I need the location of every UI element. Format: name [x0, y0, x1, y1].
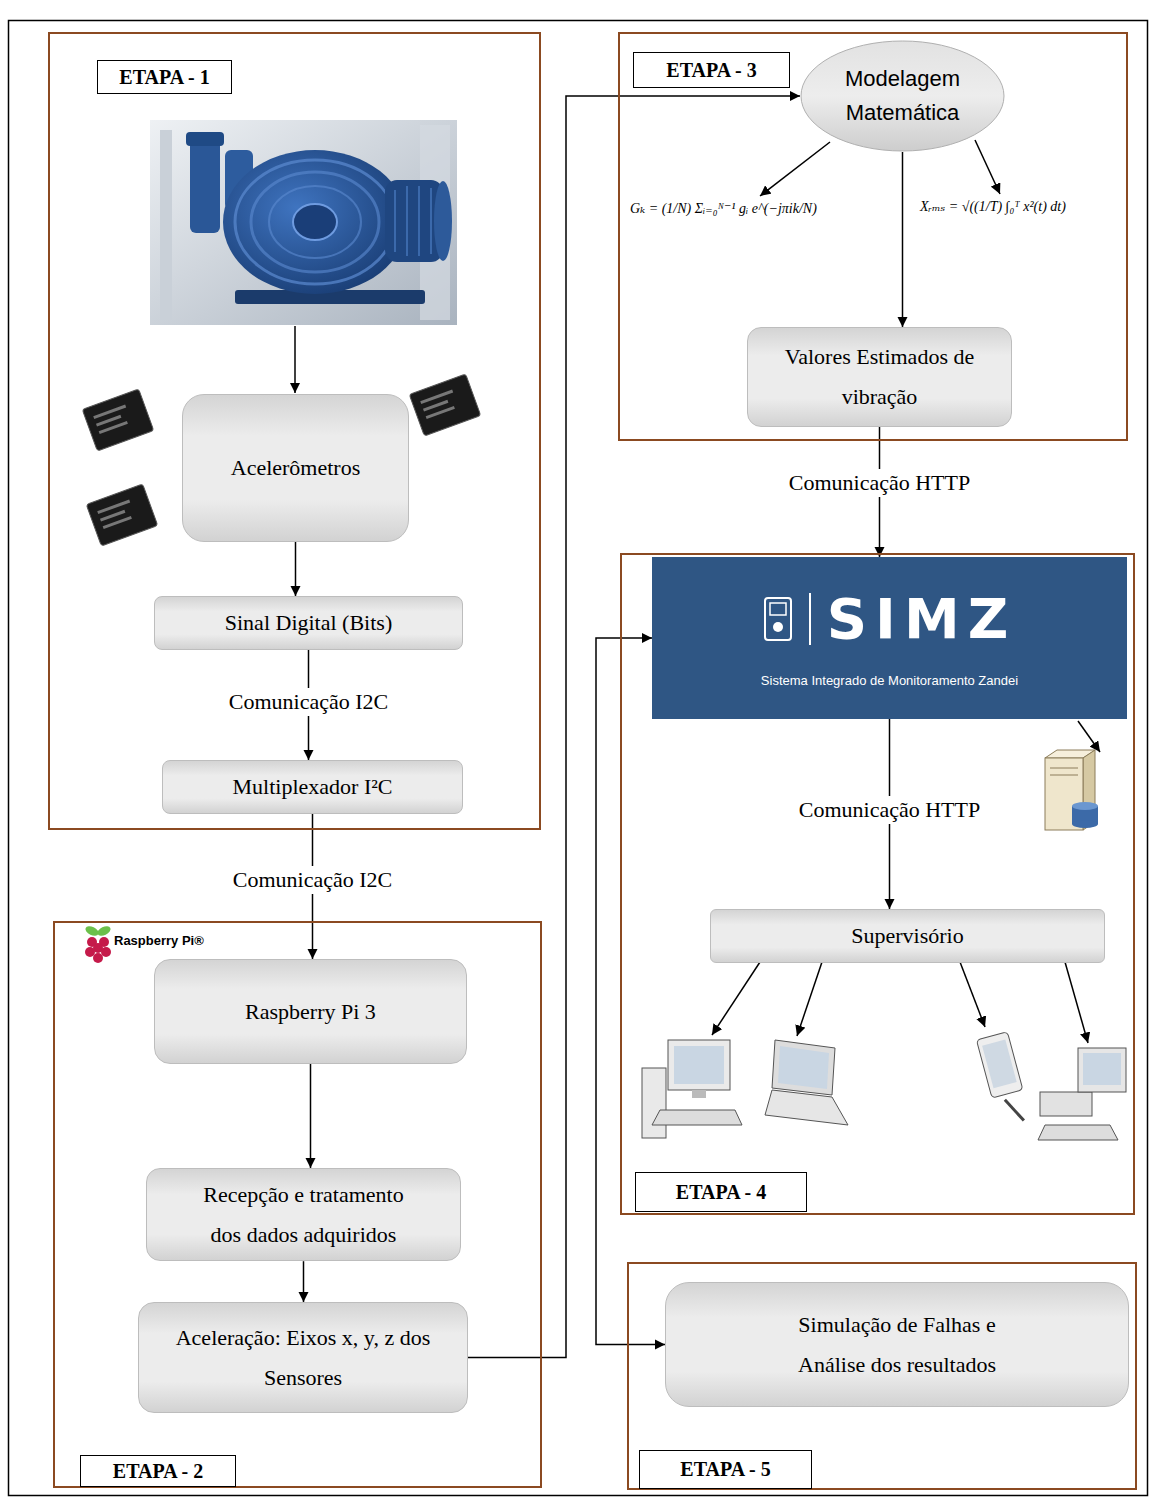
edge-label: Comunicação I2C — [227, 866, 398, 894]
laptop-icon — [765, 1040, 848, 1125]
stage-frame: ETAPA - 3 Modelagem MatemáticaValores Est… — [618, 32, 1128, 441]
stage-label: ETAPA - 1 — [97, 60, 232, 94]
formula: Gₖ = (1/N) Σᵢ₌₀ᴺ⁻¹ gᵢ e^(−jπik/N) — [628, 200, 819, 217]
connector — [468, 96, 800, 1358]
connector — [295, 542, 297, 596]
stage-frame: ETAPA - 5 Simulação de Falhas e Análise d… — [627, 1262, 1137, 1490]
ellipse-text: Modelagem Matemática — [833, 62, 973, 130]
process-box: Supervisório — [710, 909, 1105, 963]
box-text: Multiplexador I²C — [233, 767, 393, 807]
formula: Xᵣₘₛ = √((1/T) ∫₀ᵀ x²(t) dt) — [918, 198, 1068, 215]
device-icon — [763, 596, 793, 642]
banner-row: SIMZ — [763, 588, 1017, 650]
stage-label: ETAPA - 3 — [633, 52, 790, 88]
stage-label: ETAPA - 5 — [639, 1450, 812, 1489]
server-arrow — [1078, 721, 1100, 752]
stage-label: ETAPA - 4 — [635, 1172, 807, 1212]
edge-label: Comunicação HTTP — [783, 469, 976, 497]
process-box: Simulação de Falhas e Análise dos result… — [665, 1282, 1129, 1407]
icon-body — [765, 598, 791, 640]
formula-arrow — [975, 140, 1000, 194]
accelerometer-chip — [82, 389, 153, 451]
edge-label: Comunicação HTTP — [793, 796, 986, 824]
device-arrow — [712, 962, 760, 1035]
connector — [303, 1261, 305, 1302]
box-text: Sinal Digital (Bits) — [225, 603, 392, 643]
ellipse-outline — [800, 40, 1005, 152]
process-box: Valores Estimados de vibração — [747, 327, 1012, 427]
server-icon — [1045, 750, 1098, 830]
stage-label: ETAPA - 2 — [80, 1455, 236, 1487]
process-box: Aceleração: Eixos x, y, z dos Sensores — [138, 1302, 468, 1413]
box-text: Recepção e tratamento dos dados adquirid… — [189, 1175, 419, 1254]
connector — [596, 638, 665, 1345]
stage-frame: ETAPA - 2 Raspberry Pi 3 Recepção e tratam… — [53, 921, 542, 1488]
box-text: Aceleração: Eixos x, y, z dos Sensores — [171, 1318, 436, 1397]
page-frame — [9, 21, 1148, 1496]
device-arrow — [960, 962, 985, 1027]
photo-arrow — [294, 326, 296, 393]
box-text: Raspberry Pi 3 — [245, 992, 376, 1032]
brand-label: Raspberry Pi® — [112, 933, 206, 948]
computer-icon — [1038, 1048, 1126, 1140]
tablet-icon — [976, 1032, 1030, 1127]
accelerometer-chip — [409, 374, 480, 436]
device-arrow — [797, 962, 822, 1036]
stage-frame: ETAPA - 4 SIMZ Sistema Integrado de Monito… — [620, 553, 1135, 1215]
process-box: Acelerômetros — [182, 394, 409, 542]
process-box: Recepção e tratamento dos dados adquirid… — [146, 1168, 461, 1261]
box-text: Supervisório — [851, 916, 963, 956]
connector — [902, 152, 904, 327]
desktop-icon — [642, 1040, 742, 1138]
formula-arrow — [760, 142, 830, 196]
blower-photo — [150, 120, 457, 325]
banner-title: SIMZ — [827, 588, 1017, 650]
box-text: Acelerômetros — [231, 448, 361, 488]
ellipse-shape — [801, 41, 1004, 151]
device-arrow — [1065, 962, 1088, 1043]
process-box: Multiplexador I²C — [162, 760, 463, 814]
process-ellipse: Modelagem Matemática — [800, 40, 1005, 152]
accelerometer-chip — [86, 484, 157, 546]
divider — [809, 593, 811, 645]
icon-gear — [773, 622, 783, 632]
connector — [310, 1064, 312, 1168]
box-text: Valores Estimados de vibração — [780, 337, 980, 416]
box-text: Simulação de Falhas e Análise dos result… — [790, 1305, 1005, 1384]
icon-screen — [770, 603, 786, 615]
banner-subtitle: Sistema Integrado de Monitoramento Zande… — [761, 673, 1018, 688]
process-box: Raspberry Pi 3 — [154, 959, 467, 1064]
raspberry-logo — [84, 924, 112, 963]
edge-label: Comunicação I2C — [223, 688, 394, 716]
process-box: Sinal Digital (Bits) — [154, 596, 463, 650]
system-banner: SIMZ Sistema Integrado de Monitoramento Z… — [652, 557, 1127, 719]
